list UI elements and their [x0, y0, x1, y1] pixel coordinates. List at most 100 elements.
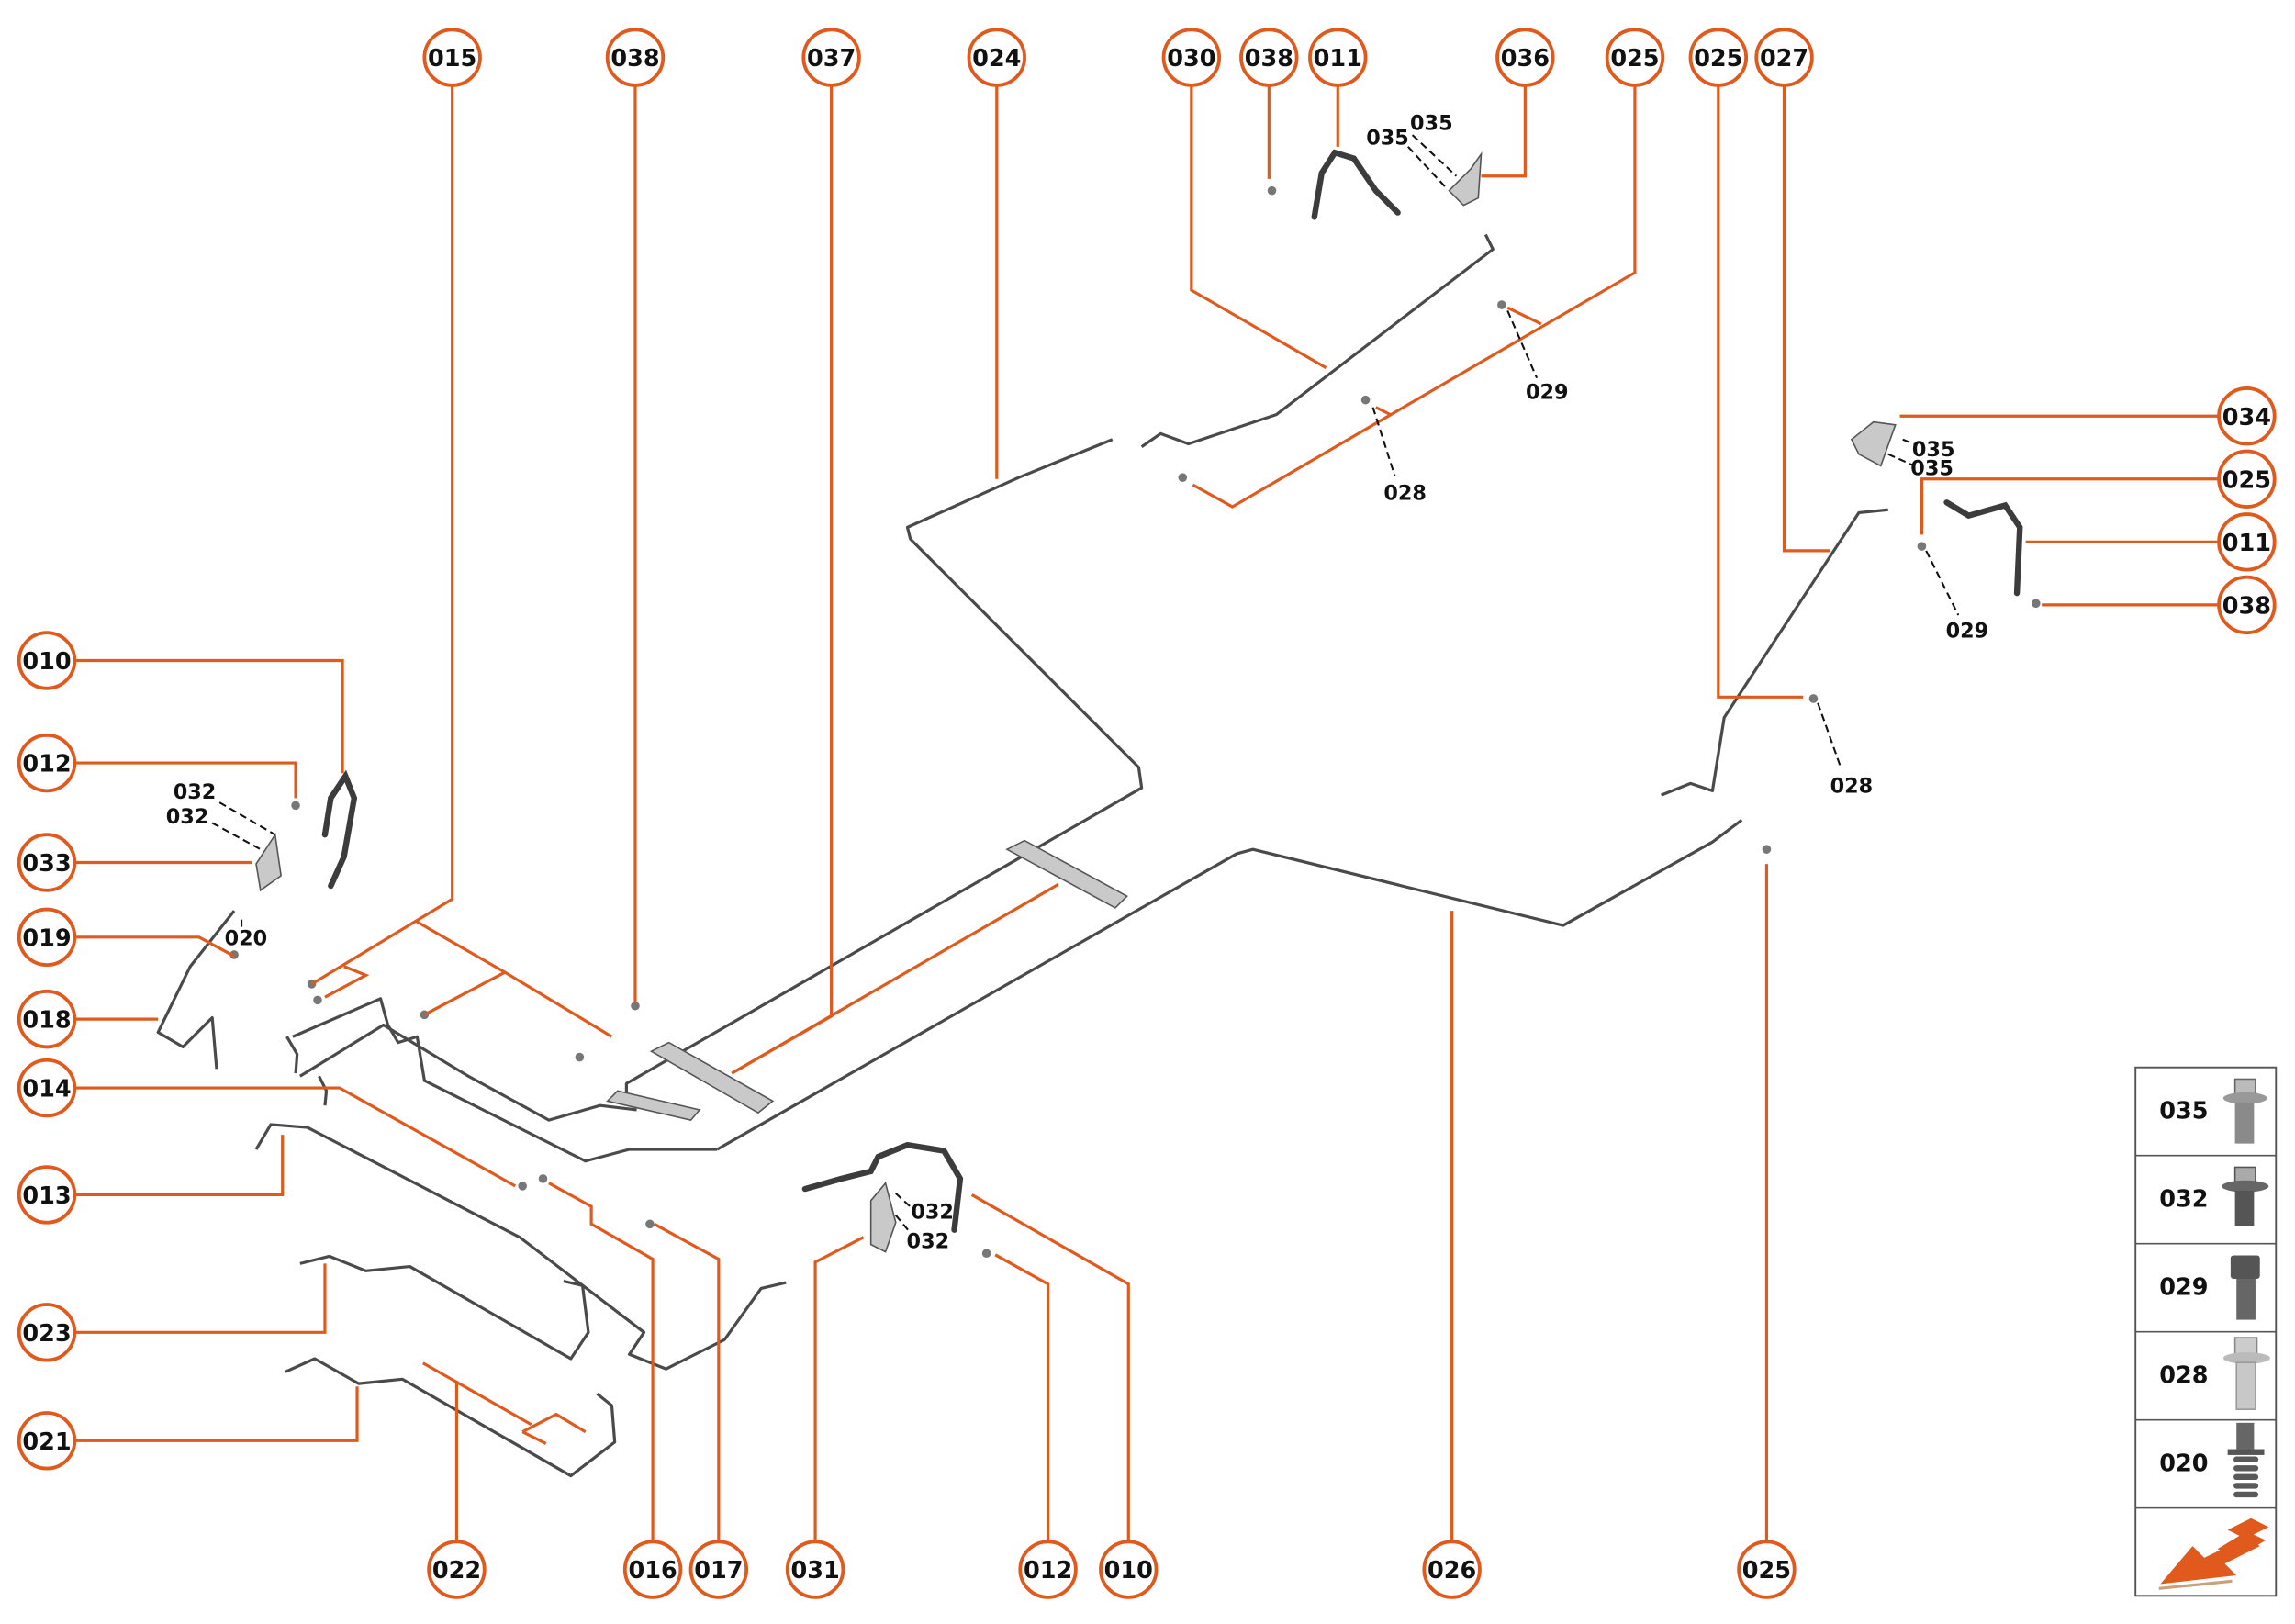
leader-line: [731, 84, 834, 1075]
flange-hex-bolt-dark-icon: [2222, 1166, 2269, 1226]
fastener: [575, 1052, 585, 1062]
callout-034[interactable]: 034: [2217, 386, 2277, 446]
fastener: [291, 801, 300, 811]
brake-hose: [1943, 499, 2023, 597]
callout-014[interactable]: 014: [17, 1058, 77, 1118]
callout-circle: [622, 1540, 683, 1599]
leader-line: [521, 1412, 587, 1445]
legend-label: 029: [2159, 1274, 2208, 1302]
callout-number: 022: [432, 1557, 481, 1585]
brake-pipe: [624, 438, 1144, 1102]
callout-017[interactable]: 017: [688, 1540, 749, 1599]
callout-025[interactable]: 025: [1605, 28, 1665, 87]
callout-circle: [2217, 386, 2277, 446]
callout-circle: [2217, 512, 2277, 572]
leader-line: [970, 1193, 1130, 1542]
part-label-028: 028: [1383, 482, 1427, 506]
leader-line: [455, 1381, 532, 1427]
callout-025[interactable]: 025: [1688, 28, 1749, 87]
leader-line: [423, 970, 506, 1016]
leader-line: [1717, 84, 1804, 699]
part-label-032: 032: [911, 1201, 954, 1225]
leader-line: [1481, 84, 1527, 178]
callout-circle: [1308, 28, 1368, 87]
callout-038[interactable]: 038: [605, 28, 666, 87]
callout-027[interactable]: 027: [1754, 28, 1814, 87]
dashed-leader: [1817, 702, 1842, 769]
callout-038[interactable]: 038: [1239, 28, 1299, 87]
callout-037[interactable]: 037: [801, 28, 861, 87]
callout-016[interactable]: 016: [622, 1540, 683, 1599]
flange-hex-bolt-silver-icon: [2222, 1337, 2270, 1410]
callout-024[interactable]: 024: [967, 28, 1026, 87]
part-label-029: 029: [1946, 620, 1989, 644]
fastener: [1360, 395, 1371, 405]
callout-012[interactable]: 012: [1018, 1540, 1078, 1599]
callout-number: 025: [1610, 45, 1659, 73]
callout-number: 024: [972, 45, 1021, 73]
callout-circle: [17, 733, 77, 793]
callout-033[interactable]: 033: [17, 833, 77, 892]
callout-022[interactable]: 022: [427, 1540, 487, 1599]
legend-label: 028: [2159, 1361, 2208, 1389]
callout-038[interactable]: 038: [2217, 575, 2277, 635]
parts-layer: [230, 151, 2041, 1258]
part-label-029: 029: [1526, 381, 1569, 405]
callout-circle: [17, 631, 77, 690]
leader-line: [74, 1263, 327, 1334]
part-label-032: 032: [174, 780, 217, 804]
callout-011[interactable]: 011: [1308, 28, 1368, 87]
callout-circle: [1688, 28, 1749, 87]
fastener: [631, 1001, 640, 1011]
callout-number: 030: [1167, 45, 1215, 73]
callout-031[interactable]: 031: [785, 1540, 845, 1599]
part-label-035: 035: [1912, 438, 1955, 462]
callout-012[interactable]: 012: [17, 733, 77, 793]
fastener: [1267, 185, 1277, 196]
fastener: [1762, 845, 1772, 854]
fastener: [1497, 300, 1506, 309]
brake-pipe: [299, 1254, 590, 1361]
callout-021[interactable]: 021: [17, 1411, 77, 1471]
callout-number: 025: [1694, 45, 1742, 73]
forward-direction-arrow-icon: [2158, 1518, 2269, 1590]
callout-015[interactable]: 015: [422, 28, 482, 87]
callout-number: 012: [1024, 1557, 1072, 1585]
leader-line: [731, 883, 1059, 1075]
callout-number: 038: [1245, 45, 1293, 73]
callout-019[interactable]: 019: [17, 907, 77, 968]
socket-head-cap-screw-icon: [2230, 1255, 2260, 1320]
callout-025[interactable]: 025: [2217, 449, 2277, 509]
fastener: [1178, 473, 1188, 482]
brake-pipe: [1661, 508, 1888, 797]
brake-pipe: [716, 818, 1743, 1151]
legend-row-028: 028: [2135, 1330, 2277, 1410]
callout-018[interactable]: 018: [17, 989, 77, 1049]
callout-circle: [1422, 1540, 1482, 1599]
callout-circle: [17, 907, 77, 968]
leader-line: [74, 1086, 517, 1188]
callout-030[interactable]: 030: [1161, 28, 1222, 87]
brake-hose: [1311, 149, 1401, 220]
pipes-layer: [156, 149, 2023, 1478]
leader-line: [813, 1236, 865, 1542]
callout-025[interactable]: 025: [1737, 1540, 1797, 1599]
callout-010[interactable]: 010: [17, 631, 77, 690]
dashed-leader: [1506, 310, 1539, 379]
callout-011[interactable]: 011: [2217, 512, 2277, 572]
callout-010[interactable]: 010: [1099, 1540, 1159, 1599]
callout-circle: [422, 28, 482, 87]
callout-number: 013: [22, 1182, 71, 1210]
callout-number: 038: [610, 45, 659, 73]
callout-circle: [967, 28, 1026, 87]
dashed-leader: [1887, 453, 1915, 467]
brake-pipe: [292, 997, 718, 1163]
part-label-035: 035: [1410, 111, 1453, 135]
callout-013[interactable]: 013: [17, 1165, 77, 1225]
callout-036[interactable]: 036: [1495, 28, 1555, 87]
callout-number: 010: [1104, 1557, 1153, 1585]
callout-026[interactable]: 026: [1422, 1540, 1482, 1599]
callout-023[interactable]: 023: [17, 1303, 77, 1362]
leader-line: [1375, 406, 1392, 417]
